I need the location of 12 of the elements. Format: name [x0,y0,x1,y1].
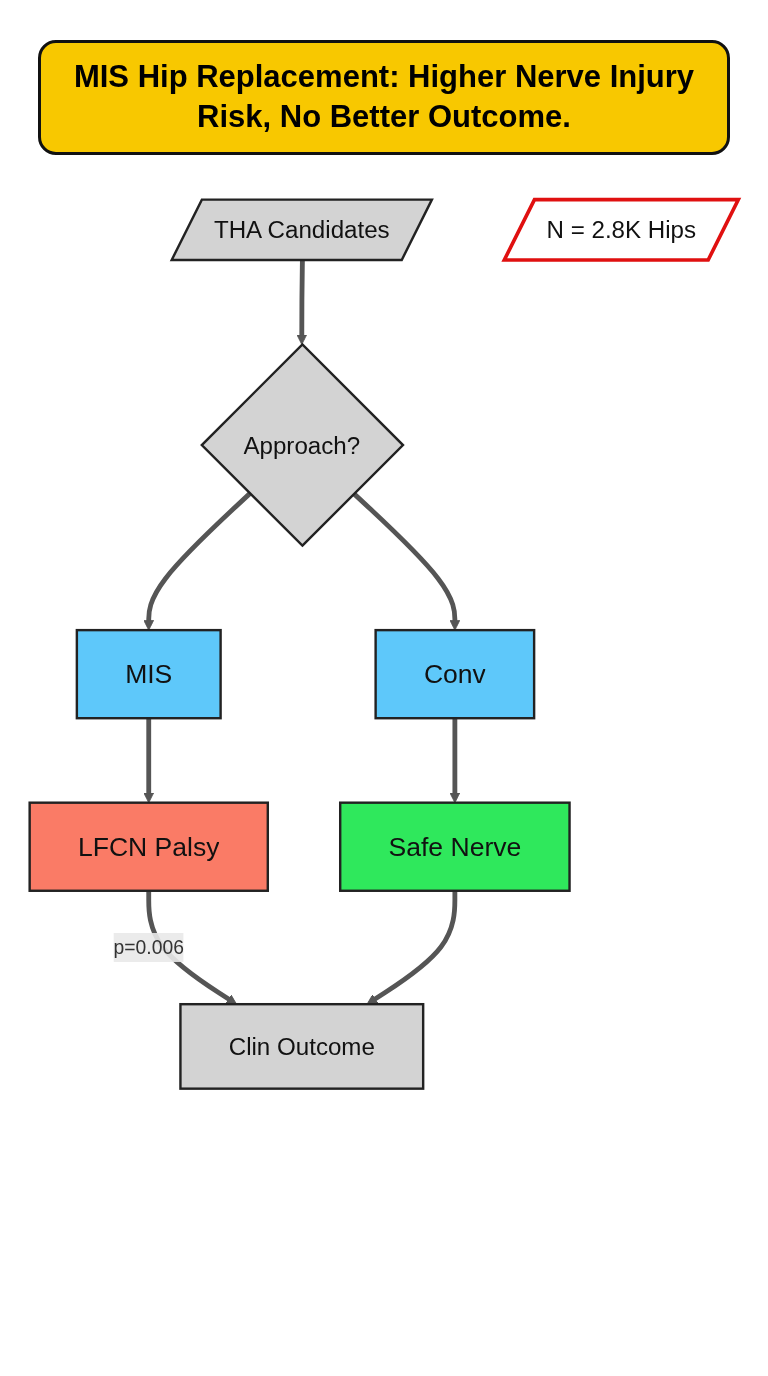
node-box: Clin Outcome [179,1003,425,1090]
arrow [296,260,308,345]
node-box: MIS [75,628,222,720]
node-box: Conv [374,628,536,720]
arrow [143,491,252,631]
edge-label: p=0.006 [113,936,184,958]
arrow [366,890,458,1005]
title-banner: MIS Hip Replacement: Higher Nerve Injury Risk, No Better Outcome. [38,40,730,155]
arrow [352,491,461,631]
node-box: Safe Nerve [339,801,571,892]
node-diamond: Approach? [200,342,405,548]
node-box: LFCN Palsy [28,801,269,892]
